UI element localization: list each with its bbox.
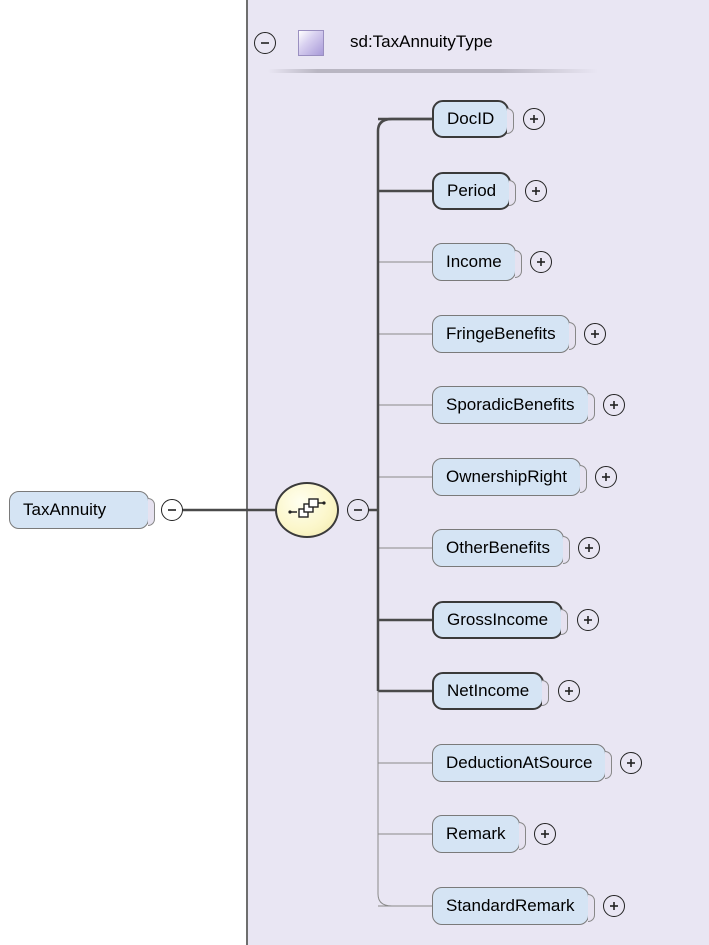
child-element-label: Period: [447, 181, 497, 200]
expand-plus-icon[interactable]: [534, 823, 556, 845]
child-element-node[interactable]: OwnershipRight: [432, 458, 587, 496]
type-header-divider: [268, 69, 598, 73]
child-element-node[interactable]: OtherBenefits: [432, 529, 570, 567]
child-element-node[interactable]: NetIncome: [432, 672, 550, 710]
child-element-label: OwnershipRight: [446, 467, 567, 486]
child-element-label: Remark: [446, 824, 506, 843]
child-element-label: Income: [446, 252, 502, 271]
expand-plus-icon[interactable]: [603, 895, 625, 917]
child-element-label: DeductionAtSource: [446, 753, 593, 772]
child-element-label: NetIncome: [447, 681, 530, 700]
expand-plus-icon[interactable]: [595, 466, 617, 488]
collapse-minus-icon[interactable]: [347, 499, 369, 521]
type-name-label: sd:TaxAnnuityType: [350, 32, 493, 51]
child-element-node[interactable]: Remark: [432, 815, 526, 853]
child-element-node[interactable]: DeductionAtSource: [432, 744, 613, 782]
complex-type-icon: [298, 30, 324, 56]
expand-plus-icon[interactable]: [603, 394, 625, 416]
expand-plus-icon[interactable]: [577, 609, 599, 631]
child-element-label: FringeBenefits: [446, 324, 556, 343]
expand-plus-icon[interactable]: [523, 108, 545, 130]
child-element-node[interactable]: FringeBenefits: [432, 315, 576, 353]
root-element-label: TaxAnnuity: [23, 500, 107, 519]
child-element-label: OtherBenefits: [446, 538, 550, 557]
child-element-node[interactable]: SporadicBenefits: [432, 386, 595, 424]
expand-plus-icon[interactable]: [584, 323, 606, 345]
root-element-node[interactable]: TaxAnnuity: [9, 491, 155, 529]
child-element-label: StandardRemark: [446, 896, 575, 915]
child-element-label: DocID: [447, 109, 495, 128]
trunk-corner-top: [376, 117, 432, 132]
sequence-compositor[interactable]: [275, 482, 339, 538]
child-element-node[interactable]: DocID: [432, 100, 515, 138]
child-element-node[interactable]: GrossIncome: [432, 601, 569, 639]
trunk-corner-bottom: [377, 893, 432, 907]
expand-plus-icon[interactable]: [525, 180, 547, 202]
sequence-compositor-icon: [288, 498, 326, 518]
collapse-minus-icon[interactable]: [161, 499, 183, 521]
child-element-node[interactable]: StandardRemark: [432, 887, 595, 925]
expand-plus-icon[interactable]: [558, 680, 580, 702]
expand-plus-icon[interactable]: [530, 251, 552, 273]
expand-plus-icon[interactable]: [620, 752, 642, 774]
collapse-minus-icon[interactable]: [254, 32, 276, 54]
child-element-node[interactable]: Income: [432, 243, 522, 281]
child-element-label: SporadicBenefits: [446, 395, 575, 414]
child-element-node[interactable]: Period: [432, 172, 517, 210]
expand-plus-icon[interactable]: [578, 537, 600, 559]
child-element-label: GrossIncome: [447, 610, 549, 629]
